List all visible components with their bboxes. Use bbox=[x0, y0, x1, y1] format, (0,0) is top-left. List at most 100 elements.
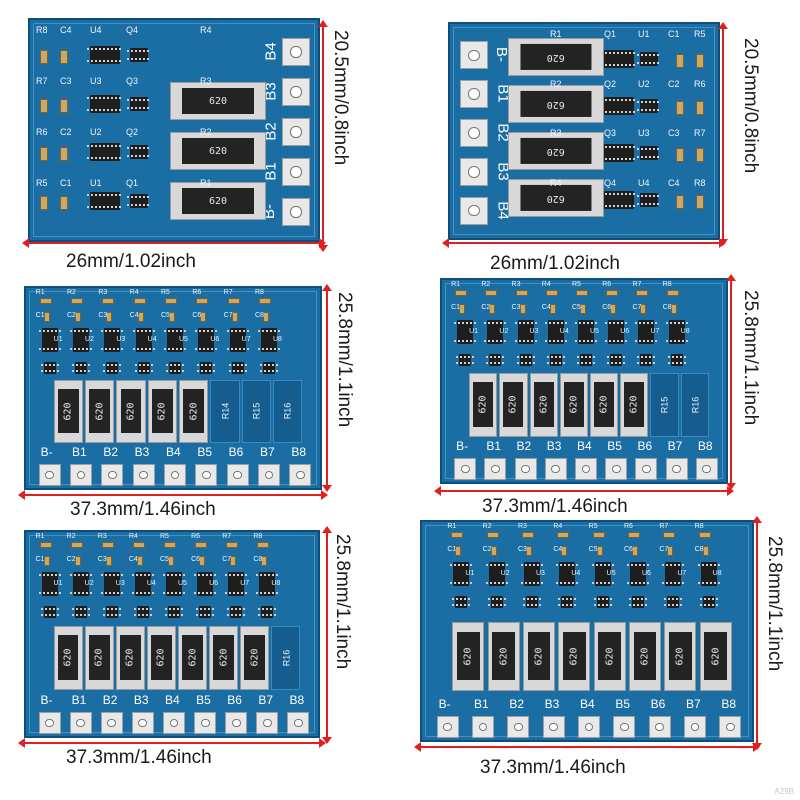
silkscreen-label: C5 bbox=[160, 556, 169, 563]
pad-hole bbox=[655, 722, 665, 732]
transistor-chip bbox=[699, 596, 718, 608]
pad-label: B7 bbox=[260, 445, 275, 459]
silkscreen-label: C4 bbox=[668, 177, 680, 188]
solder-pad bbox=[575, 458, 597, 480]
pad-hole bbox=[290, 46, 302, 58]
resistor-body: 620 bbox=[456, 632, 480, 681]
smd-resistor bbox=[515, 290, 528, 296]
pad-hole bbox=[725, 722, 735, 732]
smd-resistor bbox=[485, 290, 498, 296]
pad-hole bbox=[521, 464, 530, 474]
silkscreen-label: C3 bbox=[98, 312, 108, 319]
pad-hole bbox=[76, 718, 86, 728]
resistor-body: 620 bbox=[89, 389, 111, 434]
ic-chip bbox=[485, 562, 508, 586]
pad-label: B8 bbox=[291, 445, 307, 459]
smd-resistor bbox=[101, 542, 114, 548]
pad-hole bbox=[611, 464, 621, 474]
smd-capacitor bbox=[105, 556, 112, 566]
ic-chip bbox=[635, 320, 658, 344]
pad-label: B4 bbox=[580, 697, 595, 711]
silkscreen-label: R2 bbox=[550, 78, 562, 89]
silkscreen-label: R4 bbox=[550, 177, 562, 188]
solder-pad bbox=[256, 712, 279, 734]
shunt-resistor: 620 bbox=[115, 625, 145, 691]
transistor-chip bbox=[637, 52, 661, 66]
smd-resistor bbox=[606, 290, 619, 296]
silkscreen-label: C6 bbox=[192, 312, 202, 319]
transistor-chip bbox=[667, 354, 686, 366]
silkscreen-label: R4 bbox=[129, 289, 139, 296]
pad-hole bbox=[294, 718, 303, 728]
height-dimension-arrow bbox=[752, 516, 762, 750]
silkscreen-label: C4 bbox=[129, 312, 139, 319]
pad-label: B6 bbox=[228, 445, 244, 459]
silkscreen-label: U3 bbox=[116, 336, 126, 343]
silkscreen-label: U8 bbox=[680, 328, 690, 335]
ic-chip bbox=[665, 320, 688, 344]
pad-label: B- bbox=[438, 697, 451, 711]
silkscreen-label: R6 bbox=[694, 78, 706, 89]
resistor-body: 620 bbox=[182, 138, 254, 164]
silkscreen-label: Q2 bbox=[604, 78, 617, 89]
silkscreen-label: R1 bbox=[200, 178, 212, 188]
pad-label: B1 bbox=[474, 697, 489, 711]
pad-hole bbox=[295, 470, 305, 480]
smd-capacitor bbox=[60, 147, 68, 161]
watermark: A29B bbox=[774, 787, 794, 796]
silkscreen-label: R6 bbox=[192, 289, 202, 296]
resistor-body: 620 bbox=[598, 632, 622, 681]
pad-hole bbox=[290, 86, 302, 98]
transistor-chip bbox=[258, 606, 277, 618]
smd-resistor bbox=[696, 54, 704, 68]
smd-resistor bbox=[40, 147, 48, 161]
solder-pad bbox=[436, 716, 459, 738]
transistor-chip bbox=[260, 362, 278, 374]
smd-capacitor bbox=[526, 546, 532, 556]
silkscreen-label: Q1 bbox=[604, 29, 617, 39]
resistor-body: 620 bbox=[562, 632, 586, 681]
ic-chip bbox=[225, 572, 248, 596]
smd-resistor bbox=[39, 298, 52, 304]
smd-capacitor bbox=[676, 101, 684, 115]
ic-chip bbox=[627, 562, 649, 586]
shunt-resistor: 620 bbox=[452, 621, 485, 691]
solder-pad bbox=[282, 78, 310, 106]
silkscreen-label: U8 bbox=[271, 580, 281, 587]
pad-label: B2 bbox=[509, 697, 525, 711]
silkscreen-label: R1 bbox=[451, 281, 461, 288]
smd-capacitor bbox=[169, 312, 175, 322]
solder-pad bbox=[282, 158, 310, 186]
silkscreen-label: U2 bbox=[500, 570, 510, 577]
smd-resistor bbox=[696, 101, 704, 115]
pad-hole bbox=[201, 470, 211, 480]
silkscreen-label: U2 bbox=[499, 328, 509, 335]
transistor-chip bbox=[127, 48, 151, 62]
solder-pad bbox=[605, 458, 628, 480]
ic-chip bbox=[38, 572, 61, 596]
solder-pad bbox=[648, 716, 671, 738]
silkscreen-label: C8 bbox=[253, 556, 263, 563]
smd-resistor bbox=[226, 542, 239, 548]
pad-hole bbox=[513, 722, 523, 732]
silkscreen-label: R1 bbox=[35, 533, 45, 540]
resistor-body: 620 bbox=[213, 635, 234, 681]
silkscreen-label: R8 bbox=[694, 523, 704, 530]
ic-chip bbox=[226, 328, 249, 352]
shunt-resistor: 620 bbox=[523, 621, 555, 691]
solder-pad bbox=[460, 157, 488, 186]
solder-pad bbox=[454, 458, 477, 480]
pad-label: B7 bbox=[667, 439, 683, 453]
pad-label: B8 bbox=[721, 697, 737, 711]
ic-chip bbox=[100, 572, 123, 596]
solder-pad bbox=[460, 119, 488, 147]
silkscreen-label: U7 bbox=[241, 336, 251, 343]
resistor-body: 620 bbox=[183, 389, 205, 434]
smd-resistor bbox=[451, 532, 464, 538]
transistor-chip bbox=[523, 596, 541, 608]
pad-hole bbox=[702, 464, 712, 474]
silkscreen-label: U5 bbox=[179, 336, 188, 343]
silkscreen-label: C3 bbox=[97, 556, 107, 563]
